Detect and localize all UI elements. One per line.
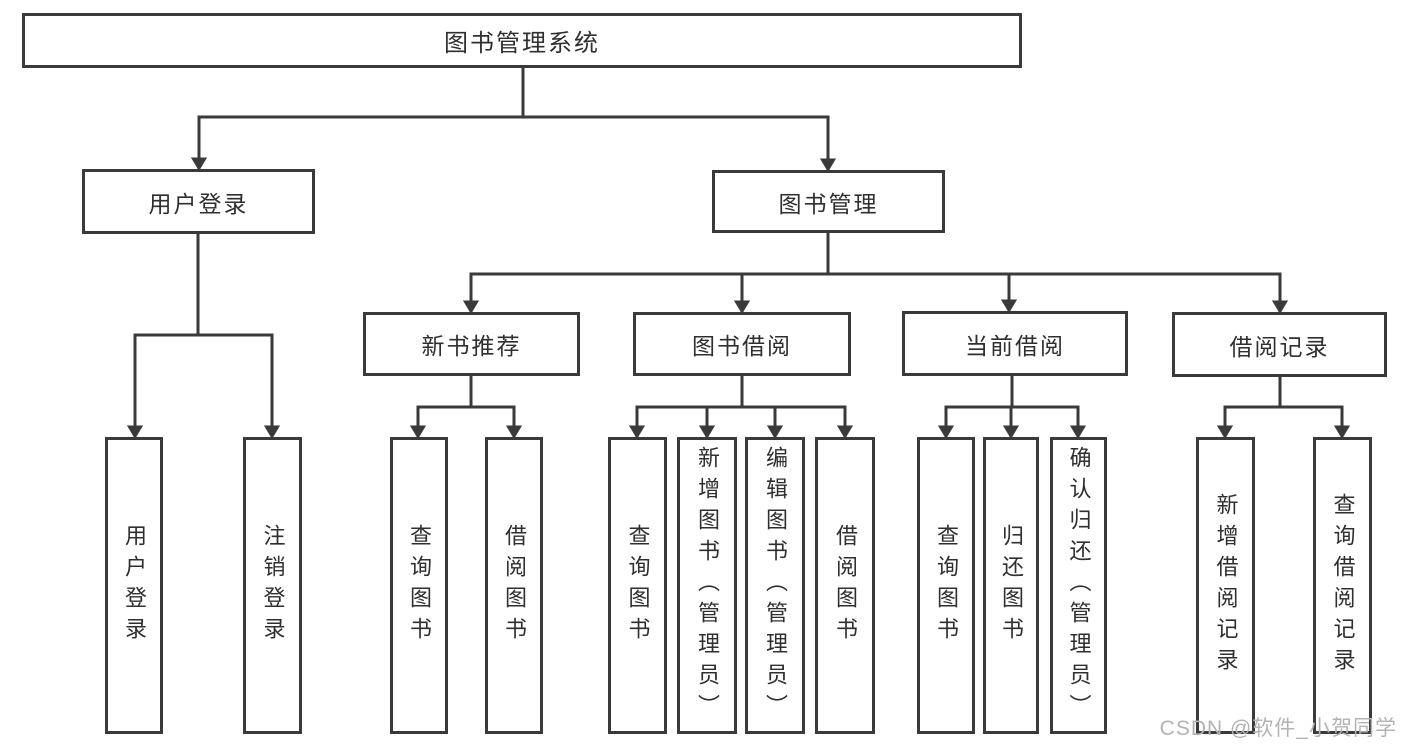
node-label: 新增借阅记录: [1213, 492, 1239, 679]
node-user-login: 用户登录: [82, 169, 315, 234]
leaf-query-books-current: 查询图书: [917, 437, 975, 734]
leaf-logout-login: 注销登录: [243, 437, 302, 734]
connector-book-management-children: [462, 231, 1289, 316]
node-label: 用户登录: [122, 523, 147, 648]
node-label: 查询图书: [407, 523, 432, 648]
node-library-management-system: 图书管理系统: [22, 13, 1022, 68]
node-label: 图书管理: [778, 190, 879, 217]
leaf-query-books-recommend: 查询图书: [390, 437, 448, 734]
leaf-confirm-return-admin: 确认归还（管理员）: [1050, 437, 1107, 734]
connector-new-book-recommend-children: [409, 374, 523, 441]
leaf-return-books: 归还图书: [983, 437, 1039, 734]
node-new-book-recommend: 新书推荐: [363, 312, 580, 376]
leaf-add-borrow-record: 新增借阅记录: [1196, 437, 1255, 734]
node-label: 新书推荐: [421, 333, 522, 359]
leaf-add-books-admin: 新增图书（管理员）: [677, 437, 737, 734]
node-borrow-records: 借阅记录: [1172, 312, 1387, 377]
node-label: 查询图书: [625, 523, 651, 648]
node-label: 借阅记录: [1229, 333, 1330, 360]
node-label: 图书管理系统: [444, 30, 600, 57]
node-label: 编辑图书（管理员）: [763, 446, 788, 725]
node-label: 归还图书: [999, 523, 1024, 648]
connector-root-to-level1: [190, 66, 837, 174]
leaf-user-login: 用户登录: [105, 437, 163, 734]
leaf-query-books-borrow: 查询图书: [608, 437, 667, 734]
leaf-borrow-books-recommend: 借阅图书: [485, 437, 543, 734]
connector-book-borrow-children: [628, 374, 854, 441]
node-label: 新增图书（管理员）: [695, 446, 720, 725]
node-label: 确认归还（管理员）: [1066, 446, 1092, 725]
node-label: 图书借阅: [692, 333, 792, 359]
node-label: 查询图书: [934, 523, 959, 648]
connector-borrow-records-children: [1216, 375, 1351, 441]
leaf-query-borrow-record: 查询借阅记录: [1313, 437, 1372, 734]
node-label: 注销登录: [260, 523, 286, 648]
node-label: 用户登录: [148, 190, 249, 217]
leaf-edit-books-admin: 编辑图书（管理员）: [745, 437, 805, 734]
leaf-borrow-books: 借阅图书: [815, 437, 875, 734]
node-label: 借阅图书: [502, 523, 527, 648]
node-label: 当前借阅: [965, 332, 1065, 359]
node-book-borrow: 图书借阅: [633, 312, 851, 376]
node-label: 查询借阅记录: [1330, 492, 1356, 679]
node-book-management: 图书管理: [712, 170, 945, 233]
node-current-borrow: 当前借阅: [902, 311, 1128, 376]
node-label: 借阅图书: [833, 523, 858, 648]
connector-current-borrow-children: [937, 374, 1087, 441]
csdn-watermark: CSDN @软件_小贺同学: [1159, 717, 1397, 740]
connector-user-login-children: [126, 232, 281, 441]
